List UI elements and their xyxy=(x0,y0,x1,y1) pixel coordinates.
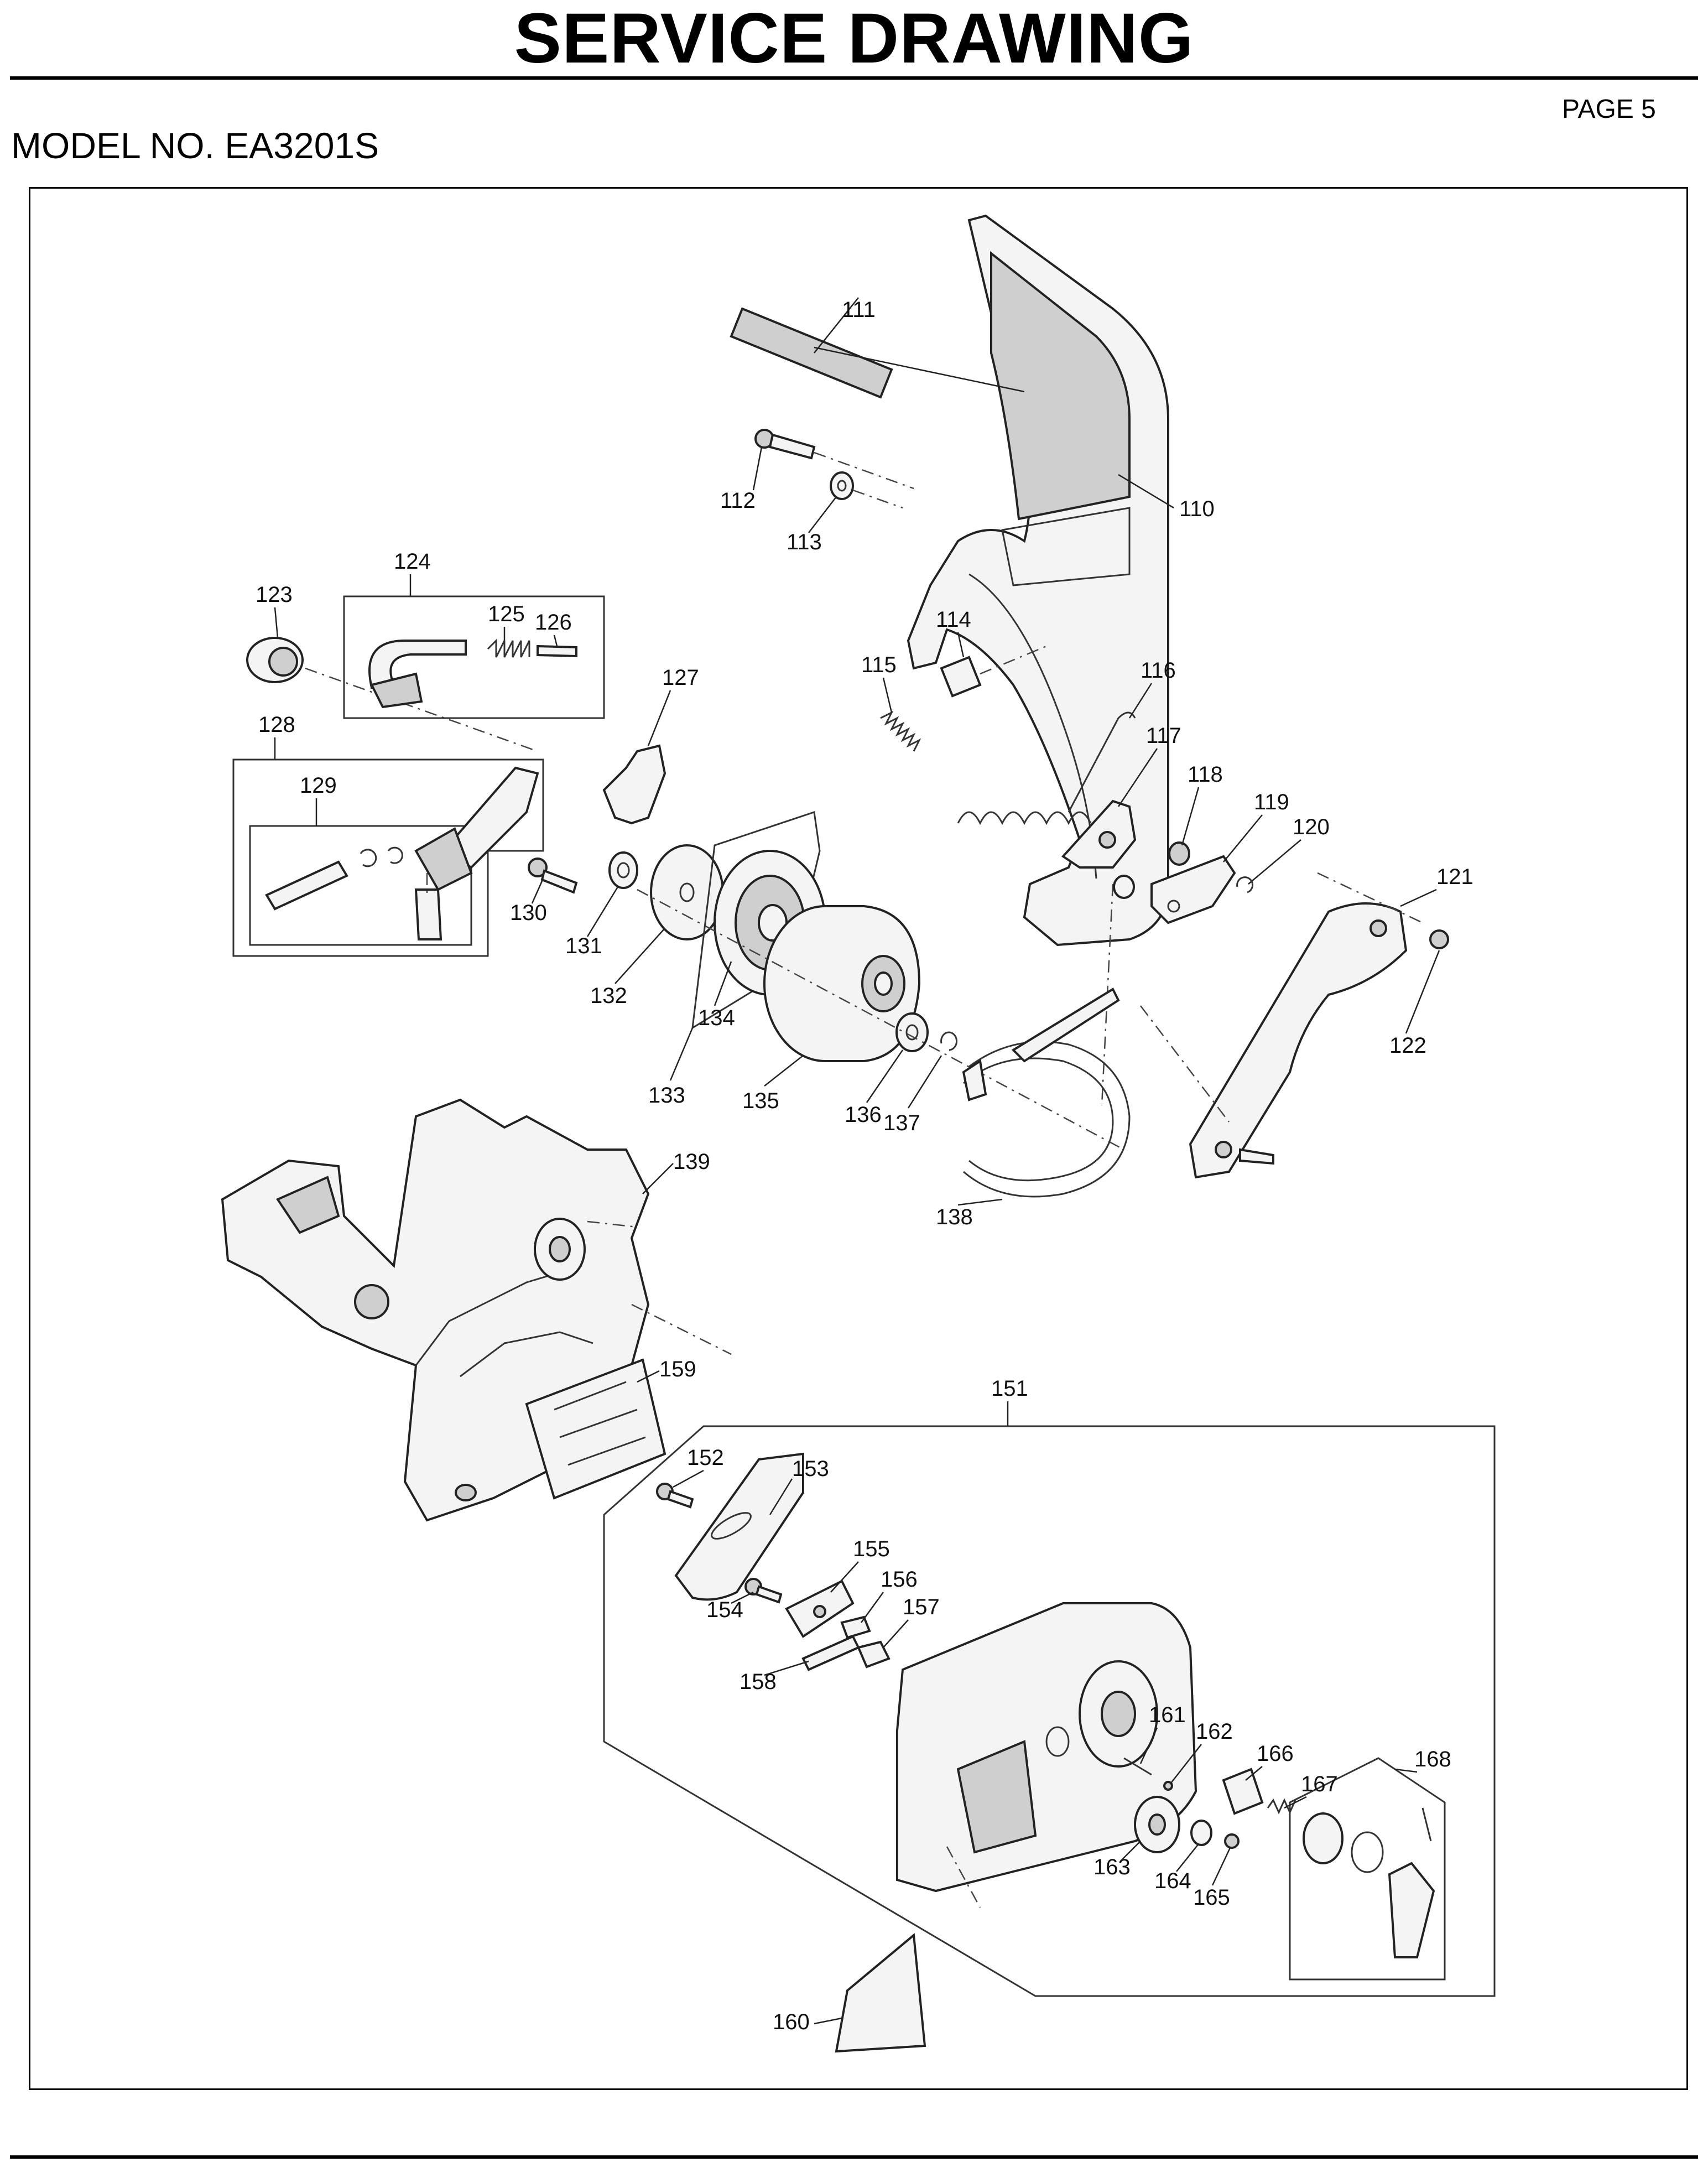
part-154-screw xyxy=(744,1578,783,1604)
label-120: 120 xyxy=(1293,815,1330,839)
label-167: 167 xyxy=(1301,1772,1338,1796)
part-152-screw xyxy=(656,1483,694,1509)
part-115-spring xyxy=(880,710,921,752)
part-162-pin xyxy=(1163,1781,1173,1791)
label-160: 160 xyxy=(773,2010,810,2034)
label-129: 129 xyxy=(300,773,337,798)
label-130: 130 xyxy=(510,901,547,925)
label-136: 136 xyxy=(845,1103,882,1127)
label-132: 132 xyxy=(590,984,627,1008)
label-124: 124 xyxy=(394,549,431,574)
part-131-washer xyxy=(608,851,638,889)
part-114-bushing xyxy=(940,645,1047,698)
label-133: 133 xyxy=(648,1083,685,1108)
label-110: 110 xyxy=(1179,497,1215,521)
label-154: 154 xyxy=(706,1598,743,1622)
label-155: 155 xyxy=(853,1537,890,1561)
label-122: 122 xyxy=(1389,1033,1426,1058)
part-135-clutch-drum xyxy=(763,905,921,1062)
label-113: 113 xyxy=(787,530,822,554)
label-165: 165 xyxy=(1193,1885,1230,1910)
part-153-outer-plate xyxy=(674,1452,804,1601)
part-160-decal xyxy=(835,1933,926,2053)
part-122-screw xyxy=(1239,929,1449,1165)
label-111: 111 xyxy=(842,298,876,322)
label-119: 119 xyxy=(1254,790,1289,814)
label-153: 153 xyxy=(792,1457,829,1481)
label-123: 123 xyxy=(256,583,293,607)
part-157-adjuster xyxy=(857,1640,891,1669)
label-131: 131 xyxy=(565,934,602,958)
sprocket-cover-body xyxy=(896,1602,1197,1908)
part-128-oil-pump-group xyxy=(232,758,544,957)
header-rule xyxy=(10,76,1698,80)
part-129-oil-pump-plunger xyxy=(265,846,442,940)
part-labels: 110 111 112 113 114 115 116 117 118 119 … xyxy=(256,298,1473,2034)
exploded-parts-diagram: 110 111 112 113 114 115 116 117 118 119 … xyxy=(221,214,1496,2053)
part-168-knob-group xyxy=(1289,1757,1446,1981)
part-121-chain-catcher-plate xyxy=(1140,872,1423,1179)
part-119-plate xyxy=(1150,855,1236,924)
part-136-washer xyxy=(895,1012,929,1052)
part-164-washer xyxy=(1190,1820,1212,1846)
part-161-pin xyxy=(1123,1757,1152,1776)
label-151: 151 xyxy=(991,1376,1028,1401)
part-158-adjuster-screw xyxy=(801,1635,860,1671)
part-165-screw xyxy=(1224,1833,1240,1849)
label-128: 128 xyxy=(258,713,295,737)
label-127: 127 xyxy=(662,666,699,690)
part-156-nut xyxy=(840,1615,871,1639)
label-134: 134 xyxy=(698,1006,735,1030)
label-137: 137 xyxy=(883,1111,920,1135)
label-125: 125 xyxy=(488,602,525,626)
label-162: 162 xyxy=(1196,1719,1233,1744)
label-163: 163 xyxy=(1093,1855,1131,1879)
label-159: 159 xyxy=(659,1357,696,1381)
part-127-chain-tensioner-plate xyxy=(602,744,666,825)
part-166-knob-cap xyxy=(1222,1768,1264,1815)
part-113-washer xyxy=(830,471,903,509)
part-111-decal xyxy=(730,297,1025,399)
part-124-oil-hose-group xyxy=(343,595,605,719)
label-161: 161 xyxy=(1149,1703,1186,1727)
part-167-spring xyxy=(1267,1798,1296,1815)
label-168: 168 xyxy=(1414,1747,1451,1771)
part-123-oil-pump-cap xyxy=(246,637,538,752)
footer-rule xyxy=(10,2155,1698,2159)
label-126: 126 xyxy=(535,610,572,635)
part-151-sprocket-cover-group xyxy=(603,1425,1496,1997)
part-155-adjuster-plate xyxy=(785,1579,855,1638)
part-110-front-hand-guard xyxy=(907,214,1169,947)
part-137-e-ring xyxy=(637,888,1124,1151)
label-152: 152 xyxy=(687,1446,724,1470)
label-135: 135 xyxy=(742,1089,779,1113)
label-156: 156 xyxy=(881,1567,918,1592)
page-title: SERVICE DRAWING xyxy=(514,0,1194,78)
label-121: 121 xyxy=(1436,865,1473,889)
label-157: 157 xyxy=(903,1595,940,1619)
label-166: 166 xyxy=(1257,1742,1294,1766)
part-120-clip xyxy=(1236,876,1254,893)
part-112-bolt xyxy=(754,429,914,490)
label-116: 116 xyxy=(1141,658,1176,683)
label-117: 117 xyxy=(1146,724,1181,748)
drawing-frame xyxy=(29,187,1688,2090)
label-138: 138 xyxy=(936,1205,973,1229)
part-118-collar xyxy=(1113,841,1190,899)
page-number: PAGE 5 xyxy=(1562,95,1656,124)
label-112: 112 xyxy=(720,488,756,513)
part-159-inner-guide-plate xyxy=(525,1358,666,1500)
model-number: MODEL NO. EA3201S xyxy=(11,125,379,166)
label-115: 115 xyxy=(861,653,897,677)
part-163-cam xyxy=(1134,1796,1180,1853)
label-164: 164 xyxy=(1154,1869,1191,1893)
label-139: 139 xyxy=(673,1150,710,1174)
part-116-brake-spring xyxy=(957,711,1136,825)
part-138-brake-band xyxy=(962,988,1131,1198)
label-114: 114 xyxy=(936,607,971,632)
part-130-screw xyxy=(528,857,578,894)
label-118: 118 xyxy=(1188,762,1223,787)
